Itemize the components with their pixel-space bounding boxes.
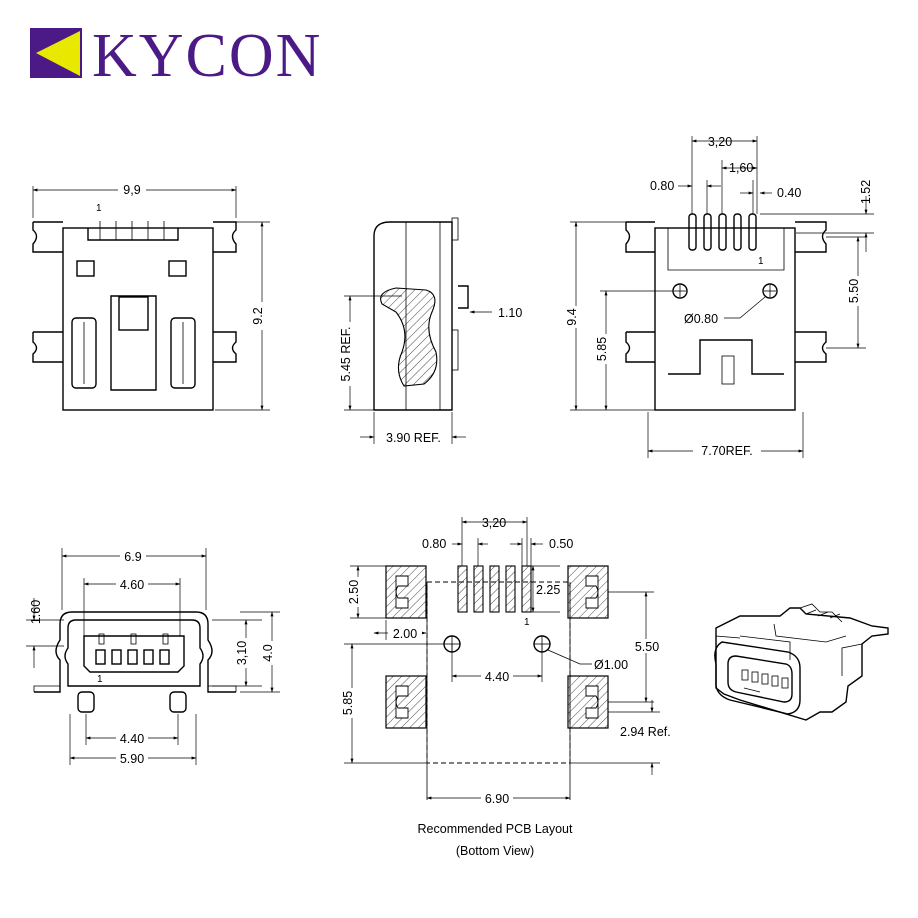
top-pitch-dimension: 0.80 [650,179,674,193]
pcb-pad-length-dimension: 2.25 [536,583,560,597]
iso-contacts [741,669,789,689]
top-hole-diameter-label: Ø0.80 [684,312,718,326]
end-opening-dimension: 3,10 [235,641,249,665]
pcb-tab-height-dimension: 2.50 [347,580,361,604]
end-mouth-dimension: 1.60 [29,600,43,624]
pcb-signal-pads [457,565,532,613]
pcb-tab-ref-dimension: 2.94 Ref. [620,725,671,739]
pcb-tab-width-dimension: 2.00 [393,627,417,641]
top-hole-spacing-dimension: 5.50 [847,279,861,303]
end-pin-span-dimension: 4.40 [120,732,144,746]
pad-top-left [385,565,427,619]
end-view-contacts [95,633,170,665]
side-height-ref-dimension: 5.45 REF. [339,327,353,382]
top-pin-one-label: 1 [758,256,764,267]
top-lead-length-dimension: 1.52 [859,180,873,204]
pcb-hole-diameter-label: Ø1.00 [594,658,628,672]
pcb-offset-dimension: 5.85 [341,691,355,715]
side-tab-dimension: 1.10 [498,306,522,320]
pcb-pad-width-dimension: 0.50 [549,537,573,551]
end-width-dimension: 6.9 [124,550,141,564]
side-view: 5.45 REF. 1.10 3.90 REF. [339,217,522,445]
top-span-a-dimension: 3,20 [708,135,732,149]
front-width-dimension: 9,9 [123,183,140,197]
pcb-pitch-dimension: 0.80 [422,537,446,551]
front-height-dimension: 9.2 [251,307,265,324]
pcb-layout: 1 3,20 0.80 0.50 2.25 2.5 [341,516,671,858]
end-view: 1 6.9 4.60 4.40 5.90 1.60 [26,548,281,766]
top-hole-offset-dimension: 5.85 [595,337,609,361]
end-base-dimension: 5.90 [120,752,144,766]
side-depth-ref-dimension: 3.90 REF. [386,431,441,445]
front-pin-one-label: 1 [96,203,102,214]
end-height-dimension: 4.0 [261,644,275,661]
end-inner-dimension: 4.60 [120,578,144,592]
logo-arrow [36,31,80,76]
top-view: 1 3,20 1,60 0.80 0.40 1.52 5.50 [565,135,874,458]
pcb-width-dimension: 6.90 [485,792,509,806]
pad-top-right [567,565,609,619]
top-pin-width-dimension: 0.40 [777,186,801,200]
top-span-b-dimension: 1,60 [729,161,753,175]
pcb-pad-span-dimension: 3,20 [482,516,506,530]
pcb-tab-pads [385,565,609,729]
top-height-dimension: 9.4 [565,308,579,325]
top-width-ref-dimension: 7.70REF. [701,444,752,458]
pad-bottom-right [567,675,609,729]
isometric-view [714,603,889,721]
pcb-caption-title: Recommended PCB Layout [418,822,573,836]
front-view: 1 9,9 9.2 [32,182,271,411]
end-pin-one-label: 1 [97,674,103,685]
top-view-pins [688,213,757,251]
kycon-logo: KYCON [30,22,322,90]
pcb-row-span-dimension: 5.50 [635,640,659,654]
pad-bottom-left [385,675,427,729]
pcb-caption-subtitle: (Bottom View) [456,844,534,858]
pcb-pin-one-label: 1 [524,617,530,628]
brand-name: KYCON [92,22,322,90]
pcb-hole-spacing-dimension: 4.40 [485,670,509,684]
